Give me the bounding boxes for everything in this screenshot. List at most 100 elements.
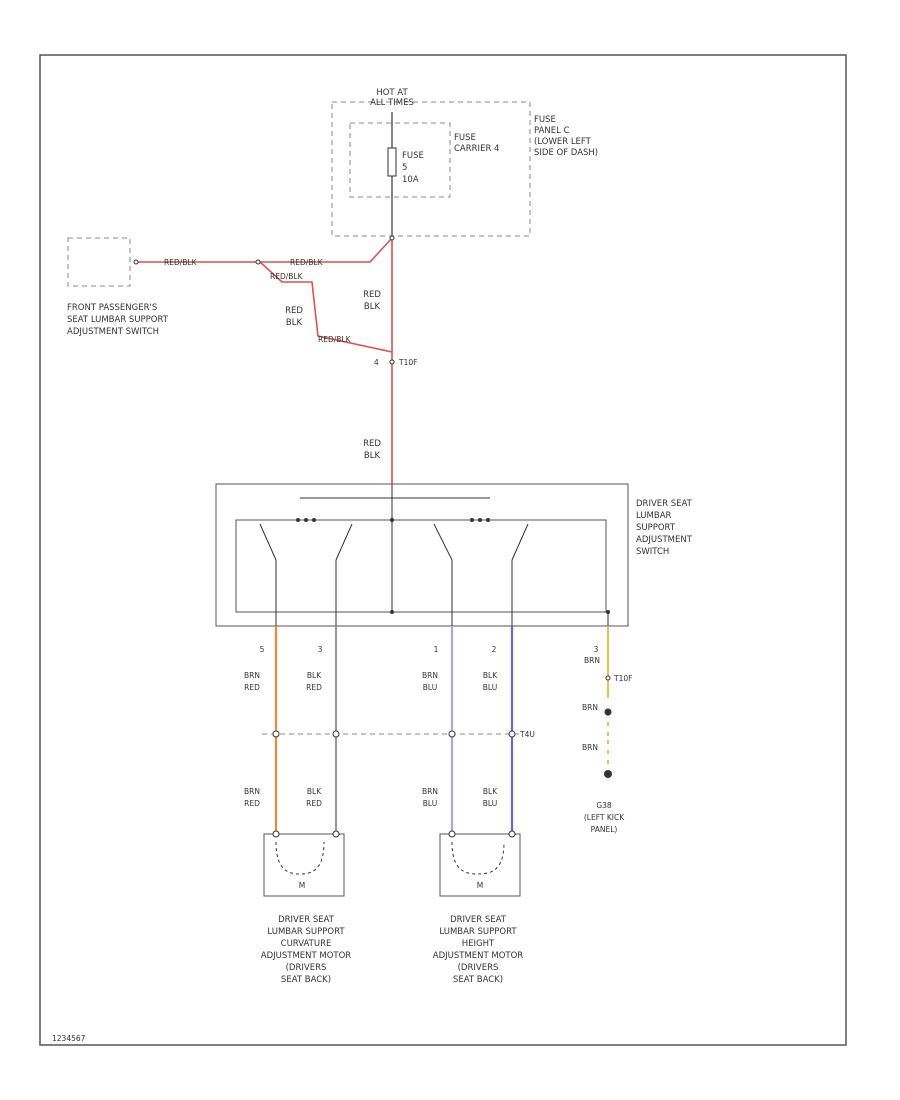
w5-top-a: BRN xyxy=(584,656,600,665)
connector-t10f-top-pin xyxy=(389,359,395,365)
connector-t4u-pin-4 xyxy=(508,730,516,738)
fuse-carrier-label-1: FUSE xyxy=(454,133,476,143)
fuse-carrier-box xyxy=(349,122,451,198)
connector-t4u-pin-1 xyxy=(272,730,280,738)
switch-bus-node-right-b xyxy=(478,518,482,522)
motor-1-label-1: DRIVER SEAT xyxy=(278,915,335,925)
hot-label-2: ALL TIMES xyxy=(370,98,414,108)
switch-blade-1 xyxy=(259,523,277,561)
connector-pin-splice xyxy=(255,259,261,265)
w3-bot-a: BRN xyxy=(422,787,438,796)
diagram-frame xyxy=(39,54,847,1046)
motor-2-label-1: DRIVER SEAT xyxy=(450,915,507,925)
motor-1-label-2: LUMBAR SUPPORT xyxy=(267,927,345,937)
motor-2-box xyxy=(439,833,521,897)
switch-pin-1: 5 xyxy=(260,645,265,654)
w1-bot-a: BRN xyxy=(244,787,260,796)
ground-label-1: G38 xyxy=(596,801,612,810)
motor-2-label-3: HEIGHT xyxy=(462,939,495,949)
wire-label-top-left-2: RED/BLK xyxy=(290,258,324,267)
w2-bot-a: BLK xyxy=(307,787,322,796)
ground-label-3: PANEL) xyxy=(591,825,618,834)
driver-switch-label-4: ADJUSTMENT xyxy=(636,535,693,545)
motor-1-label-4: ADJUSTMENT MOTOR xyxy=(261,951,352,961)
w1-top-b: RED xyxy=(244,683,260,692)
w2-bot-b: RED xyxy=(306,799,322,808)
motor-1-pin-2 xyxy=(332,830,340,838)
fuse-label-1: FUSE xyxy=(402,151,424,161)
hot-label-1: HOT AT xyxy=(376,88,408,98)
switch-pin-2: 3 xyxy=(318,645,323,654)
motor-2-label-4: ADJUSTMENT MOTOR xyxy=(433,951,524,961)
w3-bot-b: BLU xyxy=(423,799,437,808)
wire-label-vert-main-a: RED xyxy=(363,439,381,449)
connector-t10f-top-pin-label: 4 xyxy=(374,358,379,367)
switch-bottom-node xyxy=(390,610,394,614)
fuse-label-2: 5 xyxy=(402,163,407,173)
connector-t10f-top-label: T10F xyxy=(398,358,417,367)
connector-pin-passenger xyxy=(133,259,139,265)
motor-1-winding xyxy=(275,841,325,875)
motor-2-pin-1 xyxy=(448,830,456,838)
wire-red-blk-branch xyxy=(259,261,393,353)
driver-switch-inner xyxy=(235,519,607,613)
motor-1-box xyxy=(263,833,345,897)
switch-pin-5: 3 xyxy=(594,645,599,654)
w4-top-a: BLK xyxy=(483,671,498,680)
ground-splice xyxy=(604,708,612,716)
motor-2-symbol: M xyxy=(477,881,483,890)
driver-switch-label-5: SWITCH xyxy=(636,547,669,557)
wire-label-vert-1-a: RED xyxy=(363,290,381,300)
driver-switch-box xyxy=(215,483,629,627)
switch-bottom-node-right xyxy=(606,610,610,614)
switch-bus-node-left xyxy=(296,518,300,522)
motor-2-label-6: SEAT BACK) xyxy=(453,975,503,985)
wire-label-vert-main-b: BLK xyxy=(364,451,381,461)
driver-switch-label-1: DRIVER SEAT xyxy=(636,499,693,509)
footer-code: 1234567 xyxy=(52,1034,86,1043)
switch-bus-node-right xyxy=(470,518,474,522)
w1-bot-b: RED xyxy=(244,799,260,808)
ground-point xyxy=(604,770,612,778)
motor-1-pin-1 xyxy=(272,830,280,838)
fuse-carrier-label-2: CARRIER 4 xyxy=(454,144,499,154)
connector-t4u-pin-3 xyxy=(448,730,456,738)
passenger-switch-label-3: ADJUSTMENT SWITCH xyxy=(67,327,159,337)
wire-label-top-left-3: RED/BLK xyxy=(270,272,304,281)
w4-bot-b: BLU xyxy=(483,799,497,808)
motor-1-label-3: CURVATURE xyxy=(281,939,332,949)
switch-bus-node-left-b xyxy=(304,518,308,522)
motor-2-winding xyxy=(451,841,505,875)
w2-top-b: RED xyxy=(306,683,322,692)
wire-label-top-left-1: RED/BLK xyxy=(164,258,198,267)
switch-center-node xyxy=(390,518,394,522)
switch-pin-4: 2 xyxy=(492,645,497,654)
switch-pin-3: 1 xyxy=(434,645,439,654)
w4-bot-a: BLK xyxy=(483,787,498,796)
switch-blade-2 xyxy=(335,523,353,561)
connector-t10f-right-pin xyxy=(605,675,611,681)
fuse-panel-label-3: (LOWER LEFT xyxy=(534,137,592,147)
w3-top-a: BRN xyxy=(422,671,438,680)
connector-t10f-right-label: T10F xyxy=(613,674,632,683)
motor-1-label-6: SEAT BACK) xyxy=(281,975,331,985)
motor-2-pin-2 xyxy=(508,830,516,838)
switch-bus-node-right-c xyxy=(486,518,490,522)
w1-top-a: BRN xyxy=(244,671,260,680)
w4-top-b: BLU xyxy=(483,683,497,692)
switch-blade-3 xyxy=(433,523,453,561)
passenger-switch-label-2: SEAT LUMBAR SUPPORT xyxy=(67,315,169,325)
ground-label-2: (LEFT KICK xyxy=(584,813,625,822)
wire-label-vert-1-b: BLK xyxy=(364,302,381,312)
w3-top-b: BLU xyxy=(423,683,437,692)
driver-switch-label-3: SUPPORT xyxy=(636,523,676,533)
motor-2-label-2: LUMBAR SUPPORT xyxy=(439,927,517,937)
driver-switch-label-2: LUMBAR xyxy=(636,511,672,521)
w2-top-a: BLK xyxy=(307,671,322,680)
switch-blade-4 xyxy=(511,523,529,561)
motor-2-label-5: (DRIVERS xyxy=(458,963,499,973)
fuse-panel-box xyxy=(331,101,531,237)
wire-label-vert-2-a: RED xyxy=(285,306,303,316)
fuse-panel-label-2: PANEL C xyxy=(534,126,570,136)
fuse-panel-label-4: SIDE OF DASH) xyxy=(534,148,598,158)
